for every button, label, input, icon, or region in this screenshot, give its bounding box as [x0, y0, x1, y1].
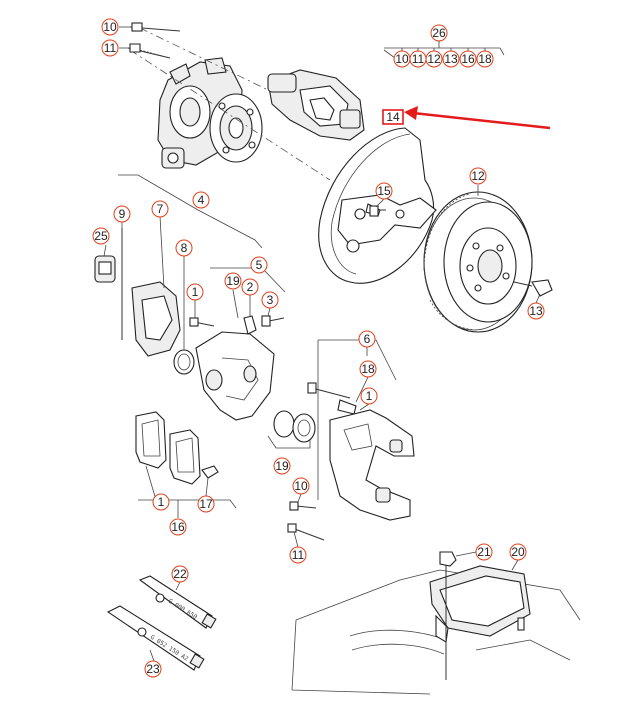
callout-label: 21 [477, 545, 491, 559]
callout[interactable]: 16 [169, 518, 187, 536]
callout-label: 17 [199, 497, 213, 511]
callout[interactable]: 6 [358, 330, 376, 348]
callout-label: 23 [146, 662, 160, 676]
group-member-label: 10 [395, 52, 409, 66]
callout-label: 16 [171, 520, 185, 534]
callout-label: 12 [471, 169, 485, 183]
callouts: 10 11 12 13 15 25 9 7 4 8 5 19 2 3 1 6 1… [92, 18, 545, 678]
callout[interactable]: 8 [175, 239, 193, 257]
callout-label: 1 [192, 285, 199, 299]
red-arrowhead-icon [404, 106, 418, 120]
callout-label: 22 [173, 567, 187, 581]
callout-label: 20 [511, 545, 525, 559]
red-arrow-line [412, 111, 551, 130]
callout[interactable]: 19 [224, 272, 242, 290]
callout[interactable]: 10 [101, 18, 119, 36]
callout[interactable]: 13 [527, 302, 545, 320]
group-header: 26 10 11 12 13 16 18 [383, 24, 505, 68]
callout-label: 11 [292, 548, 305, 562]
callout-label: 4 [198, 193, 205, 207]
leader-lines [103, 26, 541, 662]
callout[interactable]: 17 [197, 495, 215, 513]
callout[interactable]: 9 [113, 205, 131, 223]
callout[interactable]: 2 [241, 278, 259, 296]
highlight-label: 14 [386, 110, 400, 124]
callout[interactable]: 19 [273, 457, 291, 475]
callout[interactable]: 21 [475, 543, 493, 561]
highlight-marker[interactable]: 14 [382, 106, 551, 130]
callout[interactable]: 5 [250, 256, 268, 274]
callout-label: 7 [157, 202, 164, 216]
callout[interactable]: 20 [509, 543, 527, 561]
callout[interactable]: 25 [92, 227, 110, 245]
group-member-label: 16 [461, 52, 475, 66]
top-bolts [127, 22, 181, 59]
callout[interactable]: 12 [469, 167, 487, 185]
callout-label: 11 [104, 41, 117, 55]
callout-label: 15 [377, 184, 391, 198]
callout-label: 2 [247, 280, 254, 294]
control-unit [291, 551, 581, 695]
callout-label: 10 [294, 479, 308, 493]
callout-label: 1 [158, 495, 165, 509]
disc-screw [513, 279, 553, 297]
callout-label: 6 [364, 332, 371, 346]
caliper-exploded [94, 174, 286, 421]
callout-label: 10 [103, 20, 117, 34]
grease-tube-22: G 000 650 [138, 575, 217, 629]
hub-assembly [129, 27, 331, 181]
callout[interactable]: 1 [360, 387, 378, 405]
callout[interactable]: 10 [292, 477, 310, 495]
brake-pads [135, 411, 237, 518]
callout[interactable]: 11 [101, 39, 119, 57]
group-member-label: 13 [444, 52, 458, 66]
callout-label: 25 [94, 229, 108, 243]
callout[interactable]: 7 [151, 200, 169, 218]
callout[interactable]: 15 [375, 182, 393, 200]
shield-screw [369, 205, 386, 217]
callout-label: 18 [361, 362, 375, 376]
callout[interactable]: 3 [261, 291, 279, 309]
group-member-label: 11 [412, 52, 425, 66]
callout[interactable]: 18 [359, 360, 377, 378]
group-member-label: 18 [478, 52, 492, 66]
brake-disc [423, 191, 533, 333]
callout-label: 19 [275, 459, 289, 473]
callout-label: 9 [119, 207, 126, 221]
callout-label: 5 [256, 258, 263, 272]
callout[interactable]: 22 [171, 565, 189, 583]
callout-label: 8 [181, 241, 188, 255]
callout-label: 13 [529, 304, 543, 318]
callout-label: 19 [226, 274, 240, 288]
caliper-assembly-top [267, 69, 365, 141]
callout[interactable]: 1 [186, 283, 204, 301]
callout-label: 3 [267, 293, 274, 307]
callout[interactable]: 4 [192, 191, 210, 209]
caliper-bracket-lower [267, 339, 415, 541]
callout[interactable]: 23 [144, 660, 162, 678]
group-member-label: 12 [427, 52, 441, 66]
group-header-number: 26 [432, 26, 446, 40]
callout-label: 1 [366, 389, 373, 403]
callout[interactable]: 11 [289, 546, 307, 564]
callout[interactable]: 1 [152, 493, 170, 511]
